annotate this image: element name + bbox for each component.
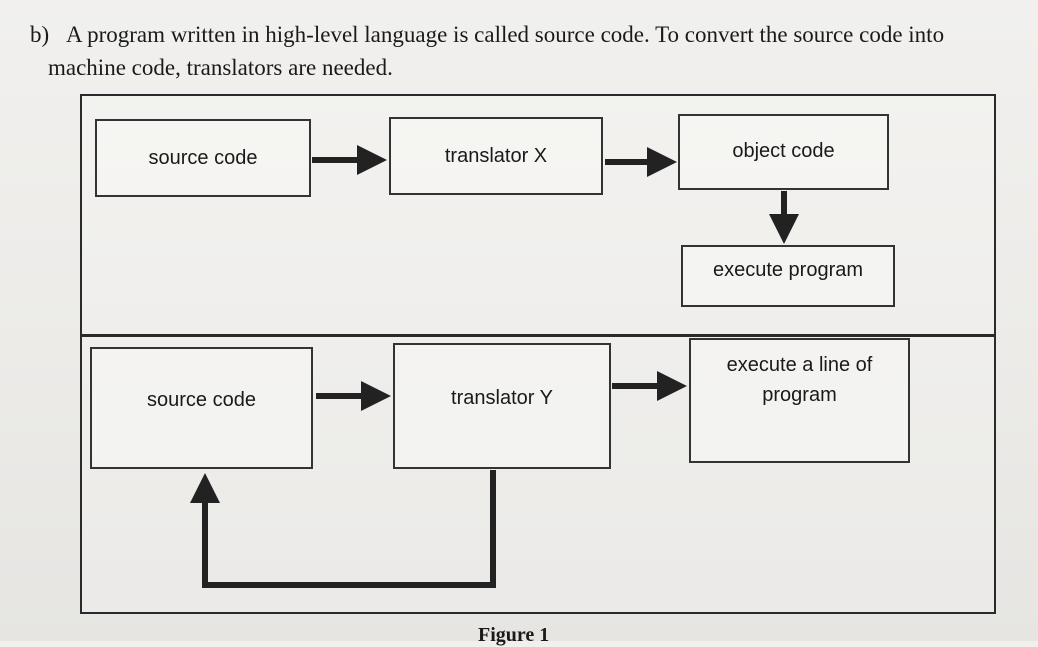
diagram-divider: [80, 334, 996, 337]
translator-y-label: translator Y: [451, 387, 553, 409]
top-source-code-label: source code: [148, 146, 258, 169]
object-code-box: object code: [678, 114, 889, 190]
question-line-1: A program written in high-level language…: [66, 22, 945, 47]
translator-x-label: translator X: [444, 144, 548, 167]
bottom-source-code-box: source code: [90, 347, 313, 469]
arrow-feedback-loop: [190, 470, 496, 588]
question-number: b): [30, 22, 50, 47]
translator-y-box: translator Y: [393, 343, 611, 469]
figure-caption: Figure 1: [478, 624, 550, 646]
bottom-source-code-label: source code: [147, 389, 256, 411]
question-line-2: machine code, translators are needed.: [48, 55, 393, 80]
object-code-label: object code: [732, 140, 835, 162]
question-text: b) A program written in high-level langua…: [30, 18, 1020, 84]
execute-program-box: execute program: [681, 245, 895, 307]
translator-x-box: translator X: [389, 117, 603, 195]
execute-line-box: execute a line of program: [689, 338, 910, 463]
top-source-code-box: source code: [95, 119, 311, 197]
execute-program-label: execute program: [712, 259, 864, 281]
execute-line-label: execute a line of program: [726, 354, 873, 406]
